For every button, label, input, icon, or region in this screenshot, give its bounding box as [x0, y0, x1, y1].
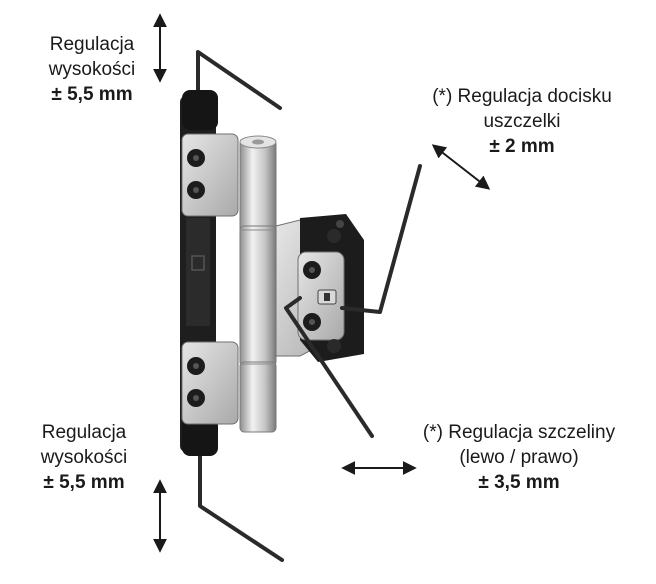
height-adjustment-bottom-label: Regulacja wysokości ± 5,5 mm	[14, 420, 154, 495]
upper-bracket	[181, 133, 239, 217]
lower-bracket	[181, 341, 239, 425]
height-bottom-line2: wysokości	[40, 447, 128, 468]
bottom-allen-key-icon	[198, 438, 284, 562]
seal-pressure-line1: (*) Regulacja docisku	[432, 86, 612, 107]
gap-line1: (*) Regulacja szczeliny	[422, 422, 616, 443]
height-top-line2: wysokości	[48, 59, 136, 80]
seal-allen-key-icon	[340, 164, 422, 314]
height-top-line1: Regulacja	[49, 34, 135, 55]
gap-adjustment-label: (*) Regulacja szczeliny (lewo / prawo) ±…	[388, 420, 650, 495]
gap-value: ± 3,5 mm	[478, 472, 560, 493]
gap-line2: (lewo / prawo)	[459, 447, 579, 468]
height-bottom-line1: Regulacja	[41, 422, 127, 443]
adjustment-housing	[297, 214, 364, 362]
height-bottom-value: ± 5,5 mm	[43, 472, 125, 493]
hinge-barrel	[239, 135, 277, 433]
seal-pressure-arrow	[431, 144, 491, 190]
seal-pressure-label: (*) Regulacja docisku uszczelki ± 2 mm	[402, 84, 642, 159]
seal-pressure-line2: uszczelki	[483, 111, 561, 132]
height-adjustment-top-label: Regulacja wysokości ± 5,5 mm	[22, 32, 162, 107]
gap-allen-key-icon	[284, 296, 374, 438]
height-top-value: ± 5,5 mm	[51, 84, 133, 105]
seal-pressure-value: ± 2 mm	[489, 136, 555, 157]
